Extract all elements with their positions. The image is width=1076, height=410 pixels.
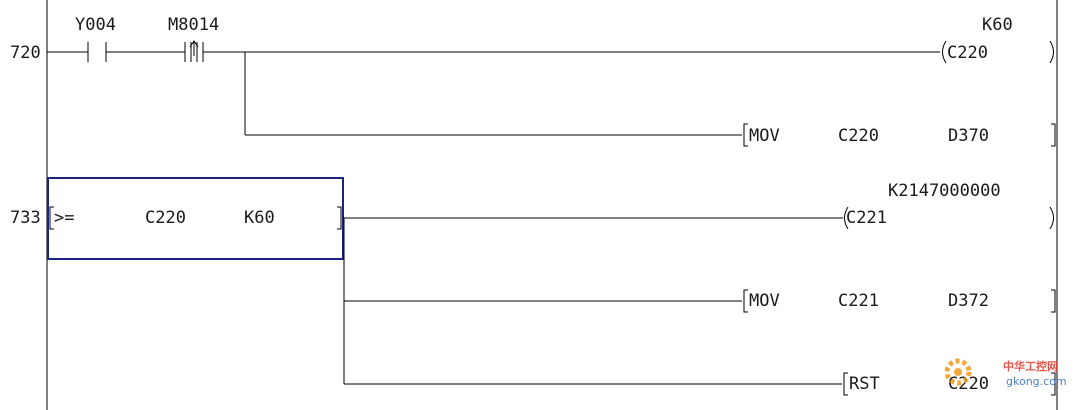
rising-edge-contact-m8014[interactable]: M8014 [168, 15, 219, 62]
bracket-left [743, 123, 748, 147]
compare-instruction[interactable]: >= C220 K60 [49, 206, 342, 230]
instruction-src: C220 [838, 126, 879, 146]
bracket-right [337, 206, 342, 230]
instruction-mov-c221-d372[interactable]: MOV C221 D372 [743, 289, 1056, 313]
coil-setting: K60 [982, 15, 1013, 35]
instruction-arg: C220 [948, 374, 989, 394]
cursor-selection [47, 177, 344, 260]
contact-label: M8014 [168, 15, 219, 35]
watermark-url: gkong.com [1006, 375, 1067, 388]
instruction-mov-c220-d370[interactable]: MOV C220 D370 [743, 123, 1056, 147]
watermark: 中华工控网 gkong.com [944, 358, 1067, 388]
gear-icon [944, 358, 972, 386]
instruction-op: MOV [749, 291, 780, 311]
bracket-left [843, 372, 848, 396]
contact-label: Y004 [75, 15, 116, 35]
step-number-733: 733 [10, 208, 41, 228]
coil-left-paren [844, 206, 849, 230]
bracket-right [1051, 123, 1056, 147]
coil-operand: C221 [846, 208, 887, 228]
counter-coil-c220[interactable]: C220 K60 [942, 15, 1054, 64]
coil-right-paren [1049, 206, 1054, 230]
instruction-op: RST [849, 374, 880, 394]
instruction-dst: D370 [948, 126, 989, 146]
compare-operand-b: K60 [244, 208, 275, 228]
instruction-op: MOV [749, 126, 780, 146]
coil-operand: C220 [947, 43, 988, 63]
rising-edge-arrow-icon [189, 40, 199, 56]
bracket-left [743, 289, 748, 313]
step-number-720: 720 [10, 43, 41, 63]
counter-coil-c221[interactable]: C221 K2147000000 [844, 181, 1054, 230]
instruction-src: C221 [838, 291, 879, 311]
compare-op: >= [54, 208, 74, 228]
coil-right-paren [1049, 40, 1054, 64]
watermark-brand: 中华工控网 [1003, 359, 1058, 373]
compare-operand-a: C220 [145, 208, 186, 228]
instruction-rst-c220[interactable]: RST C220 [843, 372, 1056, 396]
coil-left-paren [942, 40, 947, 64]
bracket-right [1051, 372, 1056, 396]
bracket-left [49, 206, 54, 230]
bracket-right [1051, 289, 1056, 313]
instruction-dst: D372 [948, 291, 989, 311]
coil-setting: K2147000000 [888, 181, 1001, 201]
contact-y004[interactable]: Y004 [75, 15, 116, 62]
